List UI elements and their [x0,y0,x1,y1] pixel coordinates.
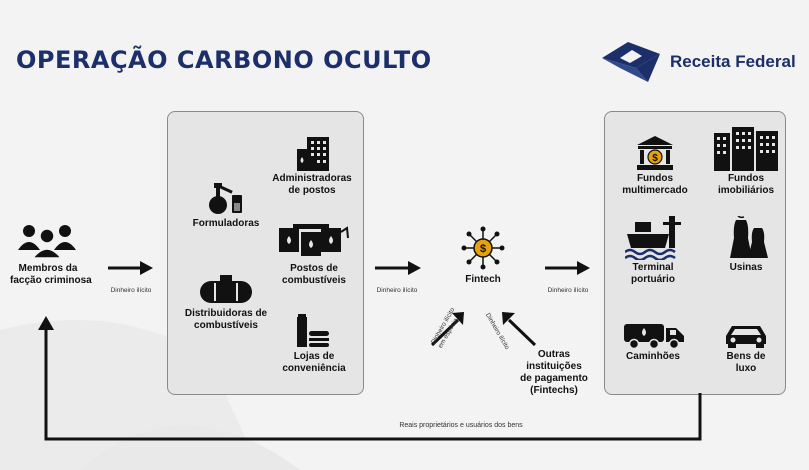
arrow-other-fintechs-diagonal [502,312,537,347]
luxury-car-icon [726,326,766,348]
buildings-icon [714,127,778,171]
page-title: OPERAÇÃO CARBONO OCULTO [16,46,432,74]
port-terminal-icon [625,216,681,260]
fundos-imobiliarios-label: Fundos imobiliários [717,173,775,196]
lab-flask-icon [209,183,242,214]
svg-text:$: $ [652,153,658,164]
receita-federal-emblem-icon [602,42,660,82]
distribuidoras-label: Distribuidoras de combustíveis [184,308,268,331]
left-panel [167,111,364,395]
bank-icon: $ [637,136,673,170]
usinas-label: Usinas [729,262,763,273]
fintech-label: Fintech [465,274,501,285]
arrow-return-loop [38,316,702,441]
postos-label: Postos de combustíveis [282,263,346,286]
convenience-store-icon [297,314,329,347]
power-plant-icon [730,216,768,258]
caminhoes-label: Caminhões [626,351,680,362]
arrow-to-right-panel [545,261,590,275]
fuel-tank-icon [200,275,252,303]
office-building-icon [297,137,329,171]
bottom-flow-label: Reais proprietários e usuários dos bens [399,422,523,429]
people-group-icon [18,225,76,258]
flow-label-2: Dinheiro ilícito [376,287,418,294]
formuladoras-label: Formuladoras [192,218,260,229]
arrow-to-left-panel [108,261,153,275]
flow-label-1: Dinheiro ilícito [110,287,152,294]
terminal-portuario-label: Terminal portuário [631,262,675,285]
truck-icon [624,324,684,350]
fundos-multimercado-label: Fundos multimercado [622,173,688,196]
lojas-label: Lojas de conveniência [282,351,346,374]
administradoras-label: Administradoras de postos [272,173,352,196]
flow-label-3: Dinheiro ilícito [547,287,589,294]
logo-text: Receita Federal [670,52,796,71]
arrow-to-fintech [375,261,421,275]
bens-de-luxo-label: Bens de luxo [726,351,766,374]
source-label: Membros da facção criminosa [10,263,92,286]
svg-text:$: $ [480,243,486,255]
other-institutions-label: Outras instituições de pagamento (Fintec… [520,349,588,396]
receita-federal-logo: Receita Federal [598,38,803,88]
fintech-network-icon: $ [461,226,505,270]
fuel-pumps-icon [279,224,349,256]
arrow-cash-diagonal [430,312,464,347]
